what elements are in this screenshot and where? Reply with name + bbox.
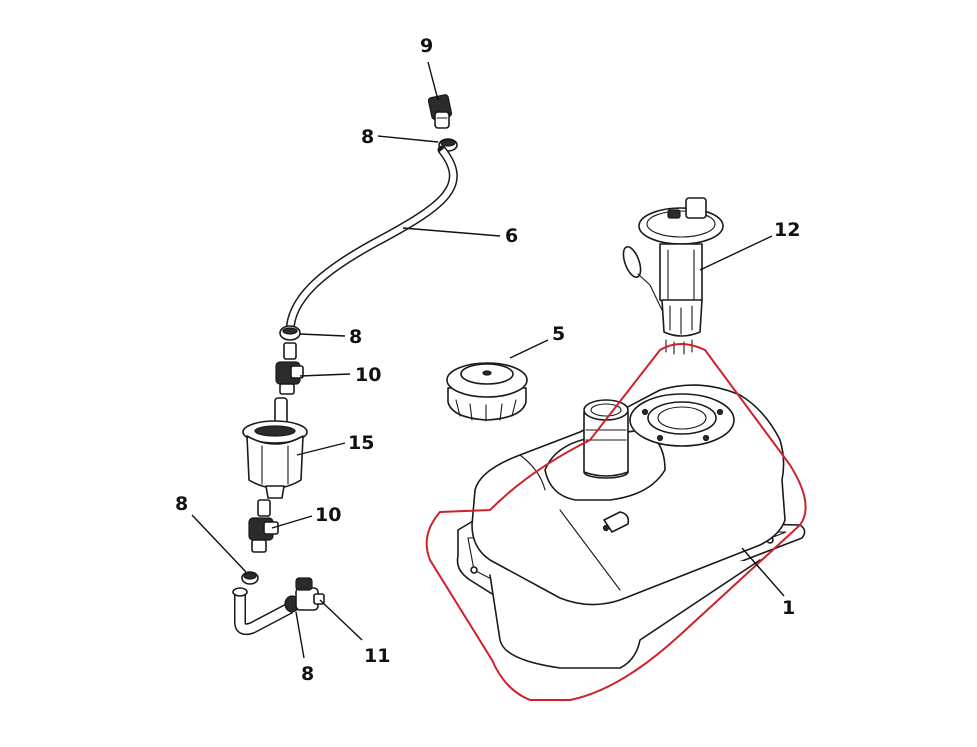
callout-8-top: 8 (361, 126, 374, 148)
part-5-fuel-cap (446, 362, 528, 422)
callout-1: 1 (782, 597, 795, 619)
callout-6: 6 (505, 225, 518, 247)
callout-11: 11 (364, 645, 390, 667)
callout-8-bottom: 8 (301, 663, 314, 685)
callout-5: 5 (552, 323, 565, 345)
part-8-clamp-lower (241, 571, 259, 585)
part-9-hose-fitting (427, 94, 453, 129)
part-6-fuel-hose (285, 145, 458, 337)
callout-12: 12 (774, 219, 800, 241)
part-8-clamp-middle (279, 325, 301, 341)
callout-labels: 9 8 6 12 5 8 10 15 8 10 1 11 8 (175, 35, 800, 685)
part-10-connector-upper (275, 342, 304, 395)
part-10-connector-lower (248, 499, 279, 553)
callout-8-left: 8 (175, 493, 188, 515)
part-11-elbow-fitting (232, 577, 325, 636)
part-1-fuel-tank (456, 384, 806, 669)
callout-8-middle: 8 (349, 326, 362, 348)
callout-10-upper: 10 (355, 364, 381, 386)
tank-highlight-outline (425, 343, 807, 701)
callout-10-lower: 10 (315, 504, 341, 526)
leader-lines (191, 61, 785, 659)
callout-15: 15 (348, 432, 374, 454)
part-12-fuel-pump-sender (622, 197, 724, 355)
part-15-fuel-filter (242, 397, 308, 499)
callout-9: 9 (420, 35, 433, 57)
